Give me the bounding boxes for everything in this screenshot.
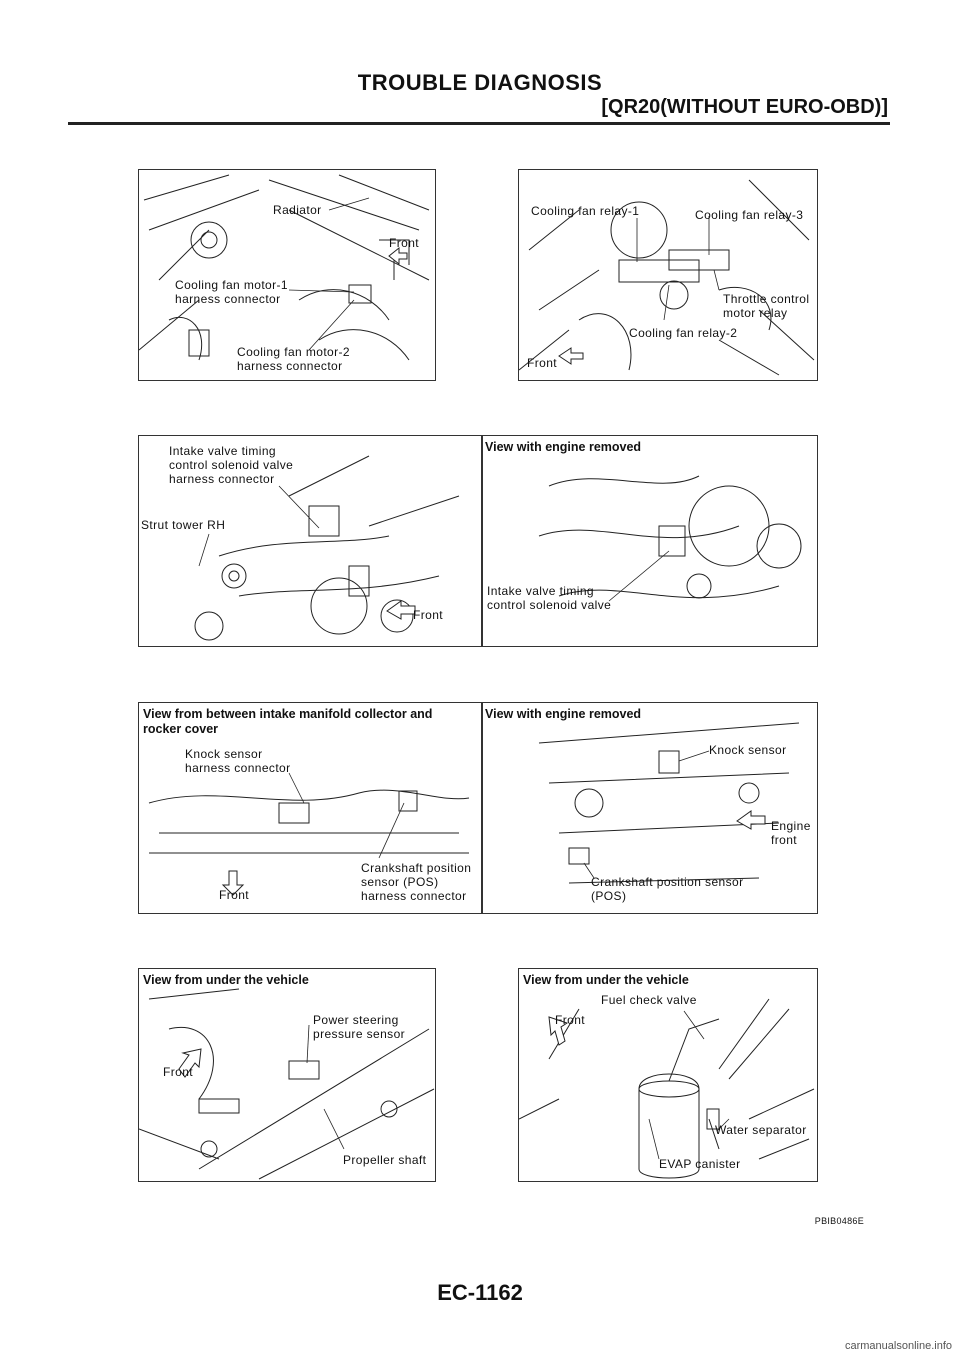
engine-sketch	[194, 455, 802, 641]
figure-cooling-fan-relays: Cooling fan relay-1 Cooling fan relay-3 …	[518, 169, 818, 381]
label-water-separator: Water separator	[715, 1123, 807, 1137]
label-ivt-harness-connector: Intake valve timing control solenoid val…	[169, 444, 294, 486]
label-throttle-control-motor-relay: Throttle control motor relay	[723, 292, 810, 320]
label-front: Front	[389, 236, 420, 250]
page-title: TROUBLE DIAGNOSIS	[357, 70, 603, 95]
figure-power-steering-sensor: View from under the vehicle Power steeri…	[138, 968, 436, 1182]
figure-code: PBIB0486E	[814, 1216, 864, 1226]
label-front: Front	[555, 1013, 586, 1027]
view-heading: View with engine removed	[485, 440, 642, 454]
label-cooling-fan-relay-1: Cooling fan relay-1	[531, 204, 640, 218]
view-heading: View from under the vehicle	[143, 973, 309, 987]
watermark-link[interactable]: carmanualsonline.info	[844, 1340, 952, 1352]
engine-sketch	[139, 174, 430, 361]
label-front: Front	[527, 356, 558, 370]
page-subtitle: [QR20(WITHOUT EURO-OBD)]	[601, 96, 888, 118]
label-radiator: Radiator	[273, 203, 322, 217]
figure-evap-canister: View from under the vehicle Fuel check v…	[518, 968, 818, 1182]
label-evap-canister: EVAP canister	[659, 1157, 741, 1171]
engine-sketch	[519, 179, 815, 376]
view-heading: View with engine removed	[485, 707, 642, 721]
label-knock-sensor-harness: Knock sensor harness connector	[185, 747, 291, 775]
label-front: Front	[163, 1065, 194, 1079]
label-strut-tower-rh: Strut tower RH	[141, 518, 226, 532]
figure-intake-valve-timing: Intake valve timing control solenoid val…	[138, 435, 818, 647]
label-power-steering-sensor: Power steering pressure sensor	[313, 1013, 406, 1041]
label-crankshaft-harness: Crankshaft position sensor (POS) harness…	[361, 861, 472, 903]
engine-sketch	[148, 722, 800, 896]
header-rule	[68, 122, 890, 125]
label-front: Front	[413, 608, 444, 622]
label-ivt-solenoid-valve: Intake valve timing control solenoid val…	[487, 584, 612, 612]
panel-divider	[481, 436, 483, 646]
view-heading: View from between intake manifold collec…	[143, 707, 433, 736]
label-cooling-fan-motor-2: Cooling fan motor-2 harness connector	[237, 345, 350, 373]
view-heading: View from under the vehicle	[523, 973, 689, 987]
label-fuel-check-valve: Fuel check valve	[601, 993, 697, 1007]
label-propeller-shaft: Propeller shaft	[343, 1153, 427, 1167]
label-engine-front: Engine front	[771, 819, 811, 847]
label-crankshaft-sensor: Crankshaft position sensor (POS)	[591, 875, 744, 903]
engine-sketch	[519, 998, 815, 1179]
label-front: Front	[219, 888, 250, 902]
engine-sketch	[139, 988, 435, 1180]
page-number: EC-1162	[437, 1280, 523, 1305]
label-knock-sensor: Knock sensor	[709, 743, 787, 757]
label-cooling-fan-motor-1: Cooling fan motor-1 harness connector	[175, 278, 288, 306]
figure-cooling-fan-motors: Radiator Front Cooling fan motor-1 harne…	[138, 169, 436, 381]
figure-knock-crankshaft-sensors: View from between intake manifold collec…	[138, 702, 818, 914]
label-cooling-fan-relay-3: Cooling fan relay-3	[695, 208, 804, 222]
panel-divider	[481, 703, 483, 913]
label-cooling-fan-relay-2: Cooling fan relay-2	[629, 326, 738, 340]
